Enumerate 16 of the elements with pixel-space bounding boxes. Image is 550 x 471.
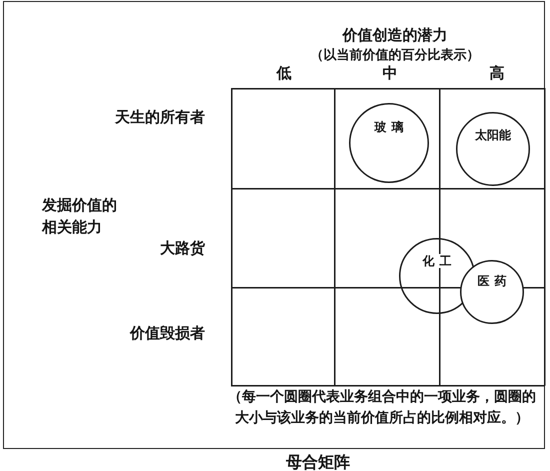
axis-subtitle: （以当前价值的百分比表示） [310,48,480,64]
axis-title: 发掘价值的相关能力 [42,195,117,238]
circle-label: 太阳能 [475,128,511,142]
row-label: 大路货 [160,239,205,257]
business-circle [456,112,530,186]
axis-title: 价值创造的潜力 [342,26,448,44]
business-circle [460,260,524,324]
column-label: 低 [276,64,292,82]
caption: 母合矩阵 [286,452,350,471]
footnote: （每一个圆圈代表业务组合中的一项业务，圆圈的大小与该业务的当前价值所占的比例相对应。） [227,388,537,428]
row-label: 价值毁损者 [130,324,205,342]
column-label: 中 [382,64,398,82]
row-label: 天生的所有者 [115,108,205,126]
business-circle [399,238,475,314]
business-circle [349,103,429,183]
column-label: 高 [490,64,504,82]
